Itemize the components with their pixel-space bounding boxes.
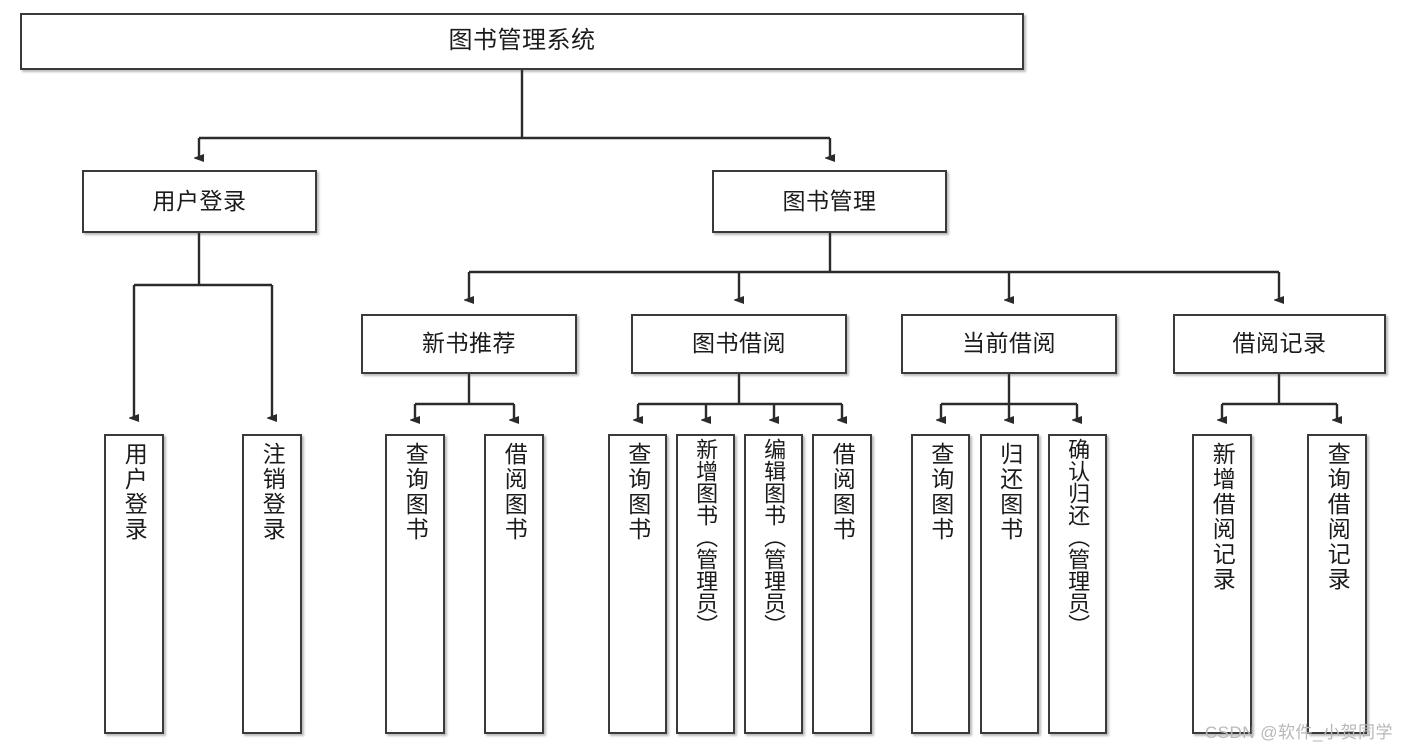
leaf-add-record[interactable]: 新增借阅记录 [1192,434,1252,734]
node-current-borrow-label: 当前借阅 [962,330,1056,357]
node-root-label: 图书管理系统 [448,27,596,55]
node-borrow-record-label: 借阅记录 [1232,330,1327,357]
leaf-add-book[interactable]: 新增图书（管理员） [676,434,735,734]
leaf-borrow-book-2[interactable]: 借阅图书 [812,434,872,734]
node-book-borrow-label: 图书借阅 [692,330,786,357]
node-new-book-recommend[interactable]: 新书推荐 [361,314,577,374]
leaf-user-login-label: 用户登录 [121,442,148,542]
node-user-login-label: 用户登录 [152,187,247,214]
node-root[interactable]: 图书管理系统 [20,13,1024,70]
leaf-query-book-1-label: 查询图书 [402,442,429,542]
leaf-query-record-label: 查询借阅记录 [1324,442,1351,592]
leaf-user-login[interactable]: 用户登录 [104,434,164,734]
leaf-query-book-2[interactable]: 查询图书 [608,434,667,734]
node-book-management[interactable]: 图书管理 [712,170,947,233]
leaf-add-book-label: 新增图书（管理员） [693,438,719,636]
leaf-query-book-1[interactable]: 查询图书 [385,434,445,734]
leaf-borrow-book-1-label: 借阅图书 [501,442,528,542]
leaf-logout-login[interactable]: 注销登录 [242,434,302,734]
leaf-logout-login-label: 注销登录 [259,442,286,542]
leaf-borrow-book-2-label: 借阅图书 [829,442,856,542]
csdn-watermark: CSDN @软件_小贺同学 [1204,723,1393,742]
leaf-edit-book[interactable]: 编辑图书（管理员） [744,434,803,734]
leaf-borrow-book-1[interactable]: 借阅图书 [484,434,544,734]
leaf-query-record[interactable]: 查询借阅记录 [1307,434,1367,734]
leaf-confirm-return[interactable]: 确认归还（管理员） [1048,434,1107,734]
leaf-return-book[interactable]: 归还图书 [980,434,1039,734]
leaf-confirm-return-label: 确认归还（管理员） [1065,438,1091,636]
node-current-borrow[interactable]: 当前借阅 [901,314,1117,374]
node-user-login[interactable]: 用户登录 [82,170,317,233]
leaf-query-book-3-label: 查询图书 [927,442,954,542]
node-book-borrow[interactable]: 图书借阅 [631,314,847,374]
node-book-management-label: 图书管理 [782,187,877,214]
node-borrow-record[interactable]: 借阅记录 [1173,314,1386,374]
leaf-add-record-label: 新增借阅记录 [1209,442,1236,592]
leaf-return-book-label: 归还图书 [996,442,1023,542]
leaf-query-book-3[interactable]: 查询图书 [911,434,970,734]
leaf-edit-book-label: 编辑图书（管理员） [761,438,787,636]
node-new-book-recommend-label: 新书推荐 [422,330,516,357]
leaf-query-book-2-label: 查询图书 [624,442,651,542]
